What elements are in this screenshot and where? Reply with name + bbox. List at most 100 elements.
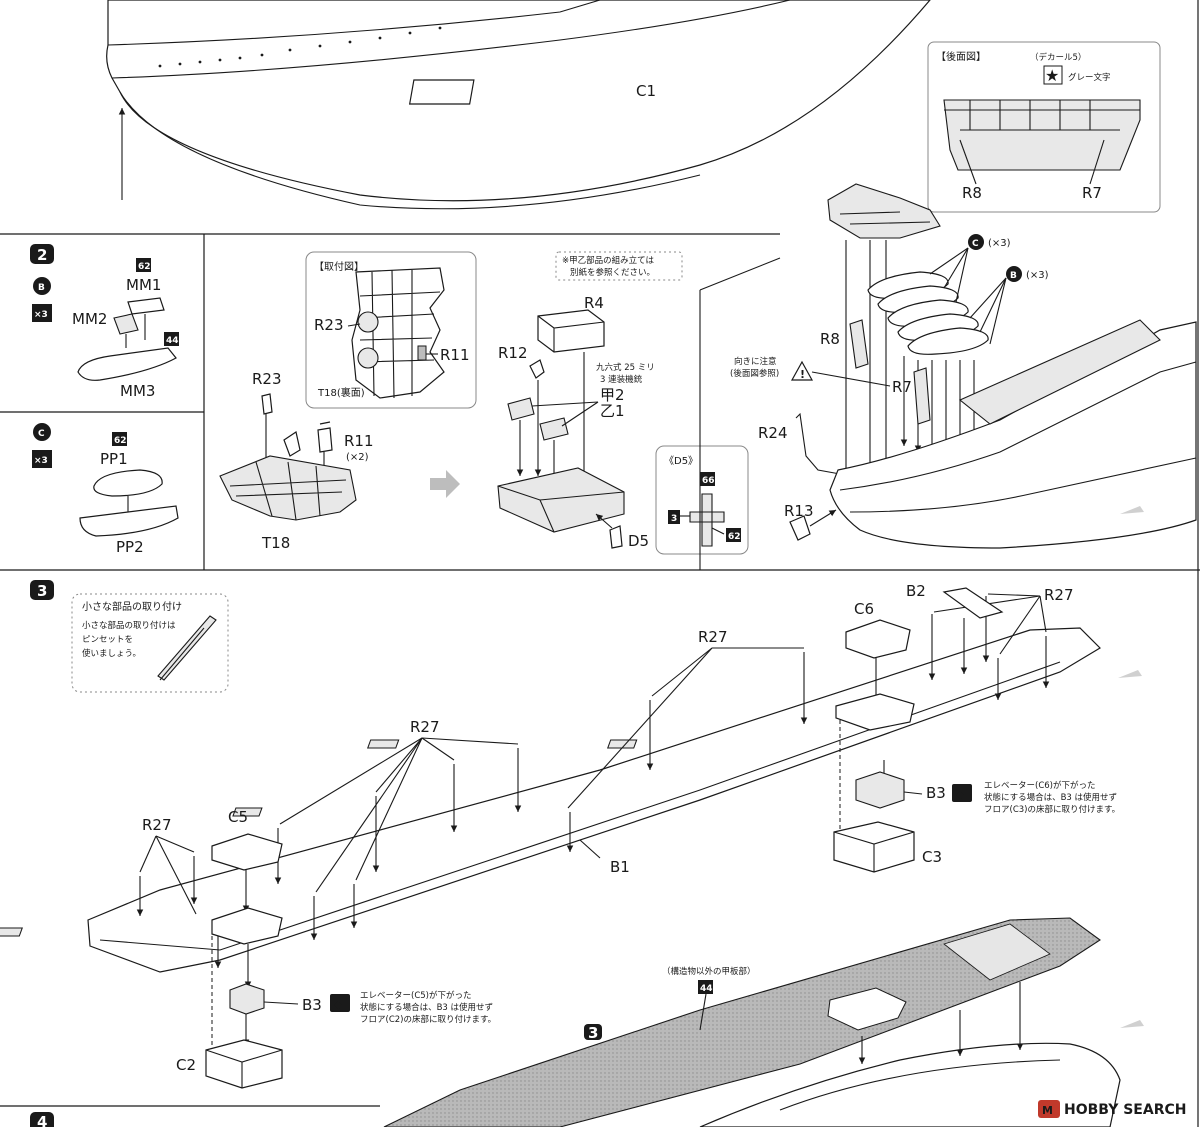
label-kou: 甲2	[600, 386, 625, 404]
part-b3-left	[229, 983, 265, 1015]
part-pp2	[79, 505, 179, 537]
part-b2	[942, 587, 1004, 619]
c6-note-2: 状態にする場合は、B3 は使用せず	[984, 792, 1117, 803]
label-r11: R11	[344, 432, 374, 450]
part-mm1	[127, 297, 165, 315]
label-r4: R4	[584, 294, 604, 312]
b3-left-note-icon	[330, 994, 350, 1012]
paint-d5-top: 66	[702, 476, 715, 486]
island-top	[827, 183, 941, 239]
paint-code-mm1: 62	[138, 262, 151, 272]
label-r27-c: R27	[698, 628, 728, 646]
label-b3-left: B3	[302, 996, 322, 1014]
step-2: 2 B ×3 62 MM1 MM2 44 MM3 C ×3 62 PP1 PP2	[30, 183, 1197, 570]
c5-note-3: フロア(C2)の床部に取り付けます。	[360, 1014, 496, 1025]
part-b3-right	[855, 771, 905, 809]
rear-view-title: 【後面図】	[936, 50, 986, 63]
label-mm3: MM3	[120, 382, 155, 400]
flight-deck-strip	[958, 319, 1161, 425]
gun-name-2: 3 連装機銃	[600, 374, 643, 385]
mount-point-bottom	[357, 347, 379, 369]
c5-opening	[211, 907, 283, 945]
paint-d5-right: 62	[728, 532, 741, 542]
tip-line-2: ピンセットを	[82, 635, 133, 645]
part-r24	[795, 412, 841, 475]
deck-paint-code: 44	[700, 984, 713, 994]
decal-note: （デカール5）	[1030, 52, 1086, 63]
step-3-badge	[30, 580, 54, 600]
part-c2	[205, 1039, 283, 1089]
island-assembly: C (×3) B (×3)	[699, 183, 1197, 570]
part-r13	[789, 515, 811, 541]
paint-badge-d5-right	[726, 528, 741, 542]
label-c2: C2	[176, 1056, 196, 1074]
tweezers-icon	[157, 615, 217, 681]
label-mm1: MM1	[126, 276, 161, 294]
part-d5	[609, 525, 623, 549]
label-d5: D5	[628, 532, 649, 550]
island-c-count: (×3)	[988, 238, 1011, 249]
part-otsu	[539, 417, 569, 441]
hull-block-part	[408, 79, 475, 105]
watermark-logo-icon	[1038, 1100, 1060, 1118]
part-r11	[317, 421, 333, 453]
lower-hull-c1	[699, 1042, 1121, 1127]
label-b1: B1	[610, 858, 630, 876]
part-r7	[913, 367, 931, 425]
deck-elevator-patch	[943, 923, 1051, 981]
island-c-badge	[968, 234, 984, 250]
tweezers-tip: 小さな部品の取り付け 小さな部品の取り付けは ピンセットを 使いましょう。	[71, 593, 229, 693]
part-pp1	[93, 469, 163, 497]
island-b-badge	[1006, 266, 1022, 282]
d5-title: 《D5》	[664, 455, 698, 467]
sub-b-mult-badge	[32, 304, 52, 322]
label-b3-right: B3	[926, 784, 946, 802]
paint-badge-d5-top	[700, 472, 715, 486]
rear-label-r7: R7	[1082, 184, 1102, 202]
sub-b-letter: B	[38, 283, 45, 293]
island-label-r7: R7	[892, 378, 912, 396]
mount-label-r23: R23	[314, 316, 344, 334]
ship-bow-section	[829, 321, 1197, 549]
bow-arrow-icon	[1120, 506, 1144, 514]
island-label-r13: R13	[784, 502, 814, 520]
part-c5	[211, 833, 283, 871]
mount-point-top	[357, 311, 379, 333]
stern-arrow-icon	[1120, 1020, 1144, 1028]
tip-line-1: 小さな部品の取り付けは	[82, 620, 176, 631]
label-c1: C1	[636, 82, 656, 100]
island-b-count: (×3)	[1026, 270, 1049, 281]
caution-line-1: 向きに注意	[734, 356, 777, 367]
label-r23: R23	[252, 370, 282, 388]
watermark-brand: HOBBY SEARCH	[1064, 1102, 1186, 1118]
gun-note-1: ※甲乙部品の組み立ては	[562, 255, 654, 266]
deck-paint-badge	[698, 980, 713, 994]
rear-label-r8: R8	[962, 184, 982, 202]
caution-line-2: (後面図参照)	[730, 368, 779, 379]
d5-detail: 《D5》 66 3 62	[655, 445, 749, 555]
part-r4	[537, 309, 605, 353]
gun-mount-assembly: ※甲乙部品の組み立ては 別紙を参照ください。 R4 九六式 25 ミリ 3 連装…	[497, 251, 683, 550]
next-step-arrow-icon	[430, 470, 460, 498]
c6-note-1: エレベーター(C6)が下がった	[984, 780, 1095, 791]
part-t18	[219, 455, 357, 521]
part-r23	[261, 393, 273, 415]
r27-pins	[136, 596, 1050, 968]
c5-note-2: 状態にする場合は、B3 は使用せず	[360, 1002, 493, 1013]
part-r8	[849, 319, 869, 369]
tip-line-3: 使いましょう。	[82, 648, 141, 659]
c5-note-1: エレベーター(C5)が下がった	[360, 990, 471, 1001]
part-mm2	[113, 313, 139, 335]
step-4-badge	[30, 1112, 54, 1127]
t18-post	[283, 431, 301, 457]
section-1: C1 【後面図】 （デカール5） ★ グレー文字 R8 R7	[106, 0, 1161, 213]
caution-glyph-icon: !	[800, 368, 805, 381]
step-3-number: 3	[37, 582, 47, 600]
r11-count: (×2)	[346, 452, 369, 463]
paint-badge-mm1	[136, 258, 151, 272]
sub-c-mult-badge	[32, 450, 52, 468]
star-glyph-icon: ★	[1045, 66, 1059, 85]
sub-step-badge	[584, 1024, 602, 1040]
mount-title: 【取付図】	[314, 260, 364, 273]
